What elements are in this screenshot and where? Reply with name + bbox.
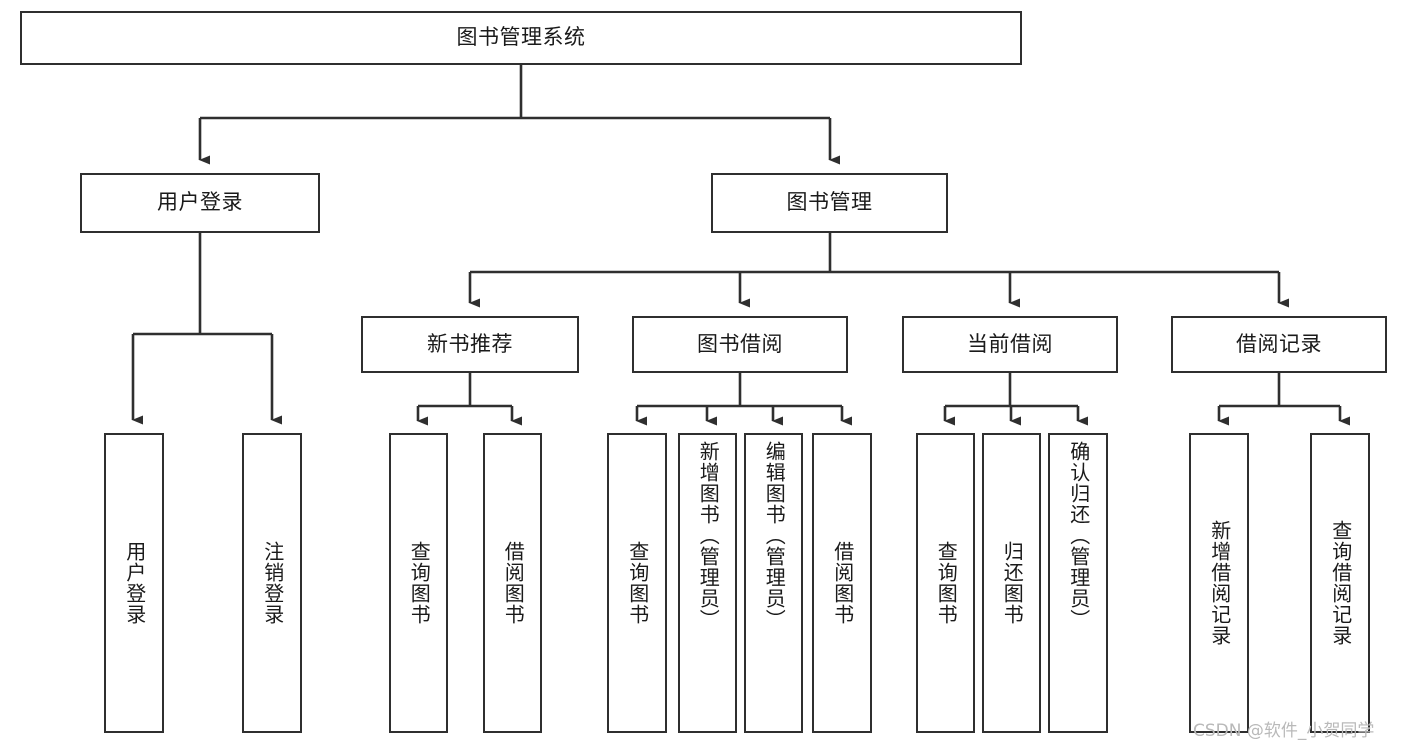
node-new-book-recommend-label: 新书推荐 <box>427 331 513 356</box>
node-leaf-return-book-label: 归还图书 <box>1000 541 1025 625</box>
node-leaf-query-book-cur-label: 查询图书 <box>934 541 959 625</box>
node-leaf-query-book-rec[interactable]: 查询图书 <box>389 433 448 733</box>
node-user-login-label: 用户登录 <box>157 190 243 215</box>
node-borrow-record[interactable]: 借阅记录 <box>1171 316 1387 373</box>
watermark-text: CSDN @软件_小贺同学 <box>1193 721 1375 741</box>
node-leaf-query-record[interactable]: 查询借阅记录 <box>1310 433 1370 733</box>
node-leaf-logout-label: 注销登录 <box>260 541 285 625</box>
node-book-borrow-label: 图书借阅 <box>697 331 783 356</box>
node-current-borrow-label: 当前借阅 <box>967 331 1053 356</box>
node-user-login[interactable]: 用户登录 <box>80 173 320 233</box>
node-leaf-add-book-label: 新增图书（管理员） <box>696 441 721 630</box>
node-current-borrow[interactable]: 当前借阅 <box>902 316 1118 373</box>
node-root-system-label: 图书管理系统 <box>456 25 586 50</box>
node-leaf-borrow-book-rec[interactable]: 借阅图书 <box>483 433 542 733</box>
node-leaf-query-book-borrow-label: 查询图书 <box>625 541 650 625</box>
node-book-borrow[interactable]: 图书借阅 <box>632 316 848 373</box>
node-leaf-user-login-label: 用户登录 <box>122 541 147 625</box>
node-leaf-edit-book[interactable]: 编辑图书（管理员） <box>744 433 803 733</box>
node-leaf-query-record-label: 查询借阅记录 <box>1328 520 1353 646</box>
node-root-system[interactable]: 图书管理系统 <box>20 11 1022 65</box>
node-leaf-query-book-cur[interactable]: 查询图书 <box>916 433 975 733</box>
node-leaf-add-book[interactable]: 新增图书（管理员） <box>678 433 737 733</box>
node-leaf-query-book-rec-label: 查询图书 <box>407 541 432 625</box>
node-book-manage[interactable]: 图书管理 <box>711 173 948 233</box>
node-leaf-return-book[interactable]: 归还图书 <box>982 433 1041 733</box>
node-book-manage-label: 图书管理 <box>786 190 873 215</box>
node-new-book-recommend[interactable]: 新书推荐 <box>361 316 579 373</box>
node-leaf-add-record[interactable]: 新增借阅记录 <box>1189 433 1249 733</box>
node-leaf-borrow-book[interactable]: 借阅图书 <box>812 433 872 733</box>
node-leaf-edit-book-label: 编辑图书（管理员） <box>762 441 787 630</box>
node-borrow-record-label: 借阅记录 <box>1236 331 1322 356</box>
node-leaf-query-book-borrow[interactable]: 查询图书 <box>607 433 667 733</box>
node-leaf-borrow-book-rec-label: 借阅图书 <box>501 541 526 625</box>
node-leaf-borrow-book-label: 借阅图书 <box>830 541 855 625</box>
node-leaf-add-record-label: 新增借阅记录 <box>1207 520 1232 646</box>
node-leaf-confirm-return[interactable]: 确认归还（管理员） <box>1048 433 1108 733</box>
node-leaf-confirm-return-label: 确认归还（管理员） <box>1066 441 1091 630</box>
node-leaf-logout[interactable]: 注销登录 <box>242 433 302 733</box>
node-leaf-user-login[interactable]: 用户登录 <box>104 433 164 733</box>
